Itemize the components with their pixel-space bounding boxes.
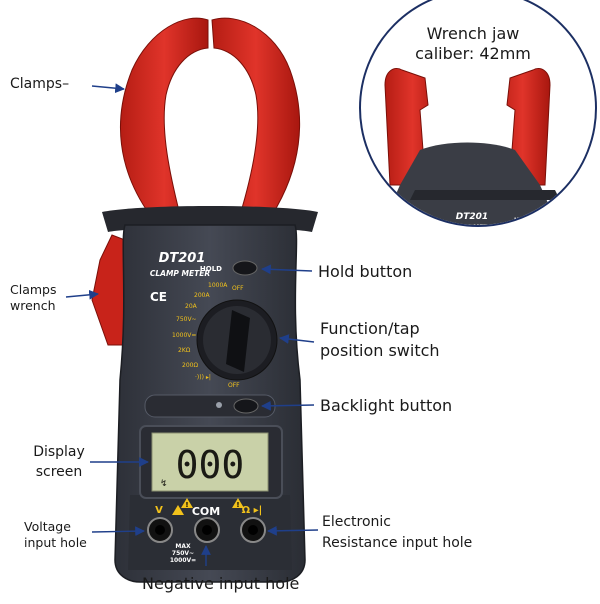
svg-text:MAX: MAX	[175, 543, 191, 550]
terminal-com[interactable]	[194, 517, 220, 543]
label-clamps-wrench: Clamps wrench	[10, 282, 57, 313]
function-dial[interactable]	[196, 299, 278, 381]
terminal-ohm-label: Ω ▸|	[242, 505, 263, 516]
lcd-screen	[151, 432, 269, 492]
clamp-jaws	[119, 17, 301, 216]
svg-text:750V~: 750V~	[176, 316, 197, 323]
svg-text:20A: 20A	[185, 303, 198, 310]
svg-text:OFF: OFF	[228, 382, 240, 389]
lcd-reading: 000	[176, 443, 245, 487]
svg-text:·))) ▸|: ·))) ▸|	[195, 374, 211, 381]
label-function-switch: Function/tap position switch	[320, 319, 440, 360]
svg-text:1000A: 1000A	[208, 282, 228, 289]
model-subtitle: CLAMP METER	[150, 269, 210, 278]
svg-text:750V~: 750V~	[172, 550, 194, 557]
callout-arrows	[65, 83, 319, 566]
hold-label: HOLD	[200, 265, 222, 273]
label-negative-input: Negative input hole	[142, 574, 300, 593]
hold-button[interactable]	[232, 260, 258, 276]
label-electronic-input: Electronic Resistance input hole	[322, 514, 473, 551]
inset-caption: Wrench jaw caliber: 42mm	[415, 24, 531, 63]
label-voltage-input: Voltage input hole	[24, 519, 87, 550]
terminal-com-label: COM	[192, 505, 220, 518]
inset-detail: DT201 CLAMP METER HOLD	[359, 0, 597, 231]
svg-text:1000V=: 1000V=	[170, 557, 196, 564]
svg-text:200Ω: 200Ω	[182, 362, 198, 369]
inset-model-subtitle: CLAMP METER	[448, 224, 497, 231]
terminal-voltage[interactable]	[147, 517, 173, 543]
inset-hold-label: HOLD	[514, 217, 533, 224]
label-display-screen: Display screen	[33, 444, 85, 480]
terminal-v-label: V	[155, 505, 163, 516]
model-label: DT201	[159, 251, 206, 266]
dial-labels: OFF 1000A 200A 20A 750V~ 1000V= 2KΩ 200Ω…	[172, 282, 244, 389]
svg-text:2KΩ: 2KΩ	[178, 347, 191, 354]
svg-text:!: !	[185, 501, 188, 509]
svg-text:!: !	[236, 501, 239, 509]
label-hold-button: Hold button	[318, 262, 413, 281]
svg-text:OFF: OFF	[232, 285, 244, 292]
meter-body: 000 ↯ HOLD DT201 CLAMP METER CE OFF 1000…	[91, 206, 318, 583]
svg-text:1000V=: 1000V=	[172, 332, 196, 339]
terminal-resistance[interactable]	[240, 517, 266, 543]
max-rating: MAX 750V~ 1000V=	[170, 543, 196, 564]
backlight-button[interactable]	[233, 398, 259, 414]
label-clamps: Clamps–	[10, 76, 70, 92]
ce-mark: CE	[150, 290, 167, 304]
svg-text:200A: 200A	[194, 292, 210, 299]
label-backlight-button: Backlight button	[320, 396, 453, 415]
inset-model-label: DT201	[456, 212, 488, 222]
svg-text:↯: ↯	[160, 479, 168, 489]
